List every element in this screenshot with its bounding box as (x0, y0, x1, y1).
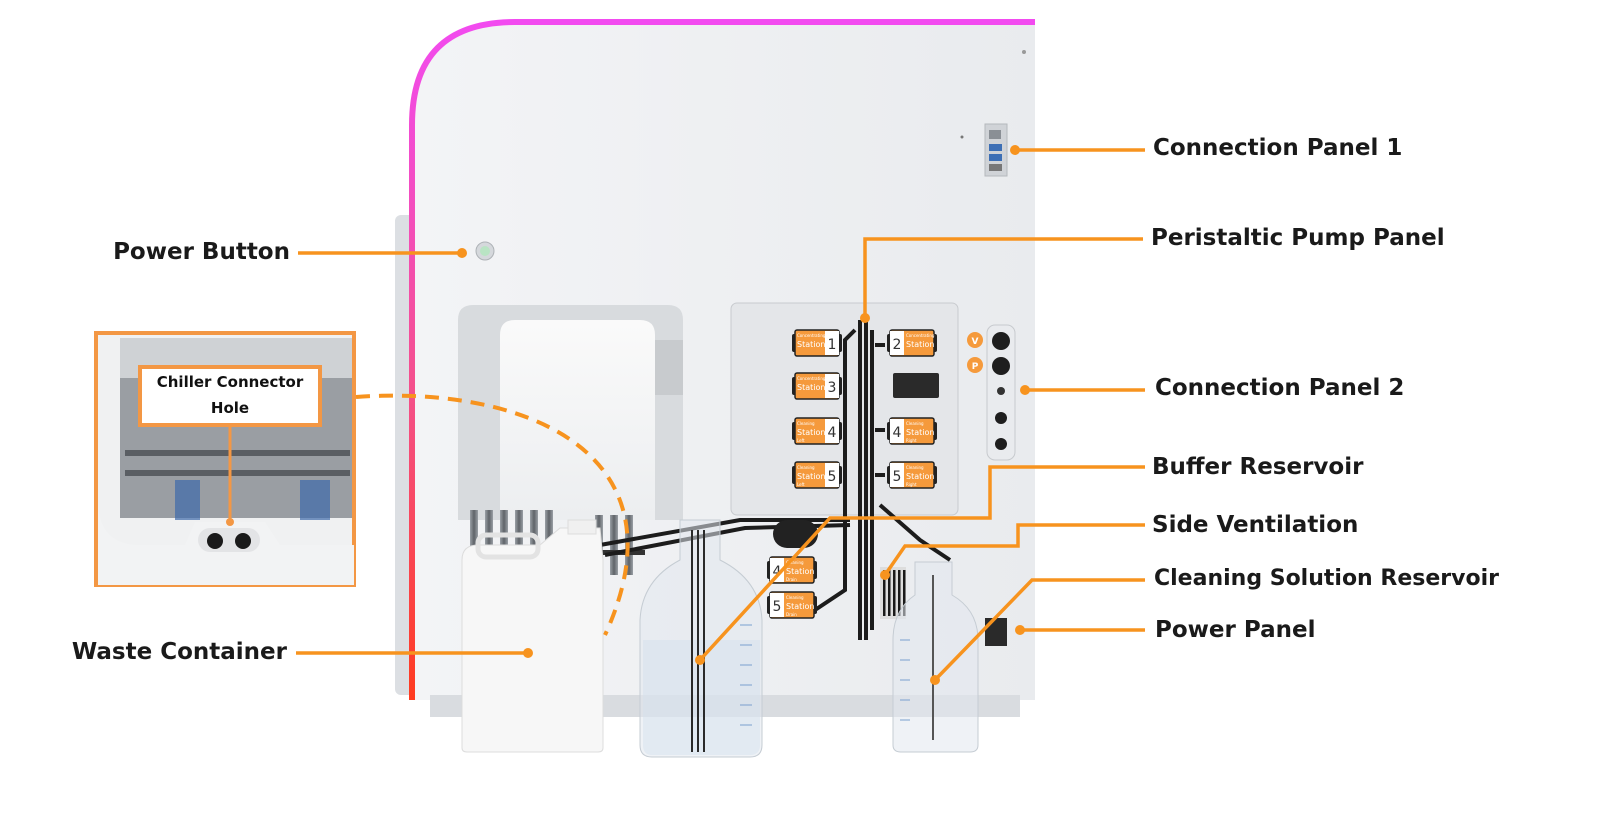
station-word: Station (786, 602, 814, 611)
station-number: 5 (893, 469, 902, 485)
station-word: Station (786, 567, 814, 576)
station-number: 4 (773, 564, 782, 580)
label-waste-container: Waste Container (71, 639, 287, 665)
label-buffer-reservoir: Buffer Reservoir (1152, 454, 1364, 480)
station-side: Drain (786, 577, 797, 582)
chiller-connector-hole-label: Chiller Connector Hole (138, 365, 322, 427)
power-panel-graphic (985, 618, 1007, 646)
station-word: Station (906, 340, 934, 349)
label-peristaltic-pump-panel: Peristaltic Pump Panel (1151, 225, 1445, 251)
station-caption: Cleaning (906, 421, 924, 426)
station-caption: Cleaning (906, 465, 924, 470)
sample-window (458, 305, 683, 575)
station-side: Right (906, 438, 917, 443)
label-power-button: Power Button (113, 239, 290, 265)
station-word: Station (906, 428, 934, 437)
buffer-bottle-graphic (639, 519, 763, 758)
label-power-panel: Power Panel (1155, 617, 1316, 643)
station-number: 5 (828, 469, 837, 485)
station-number: 1 (828, 337, 837, 353)
pump-badge: P (972, 362, 979, 372)
label-line-2: Hole (210, 399, 250, 417)
cleaning-bottle-graphic (892, 561, 979, 753)
leader-lines (296, 148, 1145, 682)
power-button-graphic (475, 241, 495, 261)
label-connection-panel-2: Connection Panel 2 (1155, 375, 1405, 401)
station-word: Station (797, 383, 825, 392)
station-caption: Concentrating (797, 376, 826, 381)
label-line-1: Chiller Connector (156, 373, 304, 391)
label-cleaning-solution-reservoir: Cleaning Solution Reservoir (1154, 566, 1499, 591)
waste-container-graphic (461, 519, 604, 753)
station-word: Station (797, 428, 825, 437)
connection-panel-1 (984, 123, 1008, 177)
station-caption: Cleaning (797, 465, 815, 470)
station-word: Station (906, 472, 934, 481)
station-side: Left (797, 438, 805, 443)
leader-dots (457, 145, 1030, 685)
station-caption: Cleaning (786, 595, 804, 600)
station-number: 2 (893, 337, 902, 353)
station-side: Drain (786, 612, 797, 617)
station-number: 4 (893, 425, 902, 441)
station-side: Right (906, 482, 917, 487)
label-side-ventilation: Side Ventilation (1152, 512, 1359, 538)
station-word: Station (797, 340, 825, 349)
station-side: Left (797, 482, 805, 487)
station-number: 4 (828, 425, 837, 441)
station-caption: Cleaning (786, 560, 804, 565)
label-connection-panel-1: Connection Panel 1 (1153, 135, 1403, 161)
station-number: 3 (828, 380, 837, 396)
valve-badge: V (972, 337, 979, 347)
station-caption: Concentrating (906, 333, 935, 338)
station-caption: Cleaning (797, 421, 815, 426)
station-number: 5 (773, 599, 782, 615)
station-word: Station (797, 472, 825, 481)
station-caption: Concentrating (797, 333, 826, 338)
